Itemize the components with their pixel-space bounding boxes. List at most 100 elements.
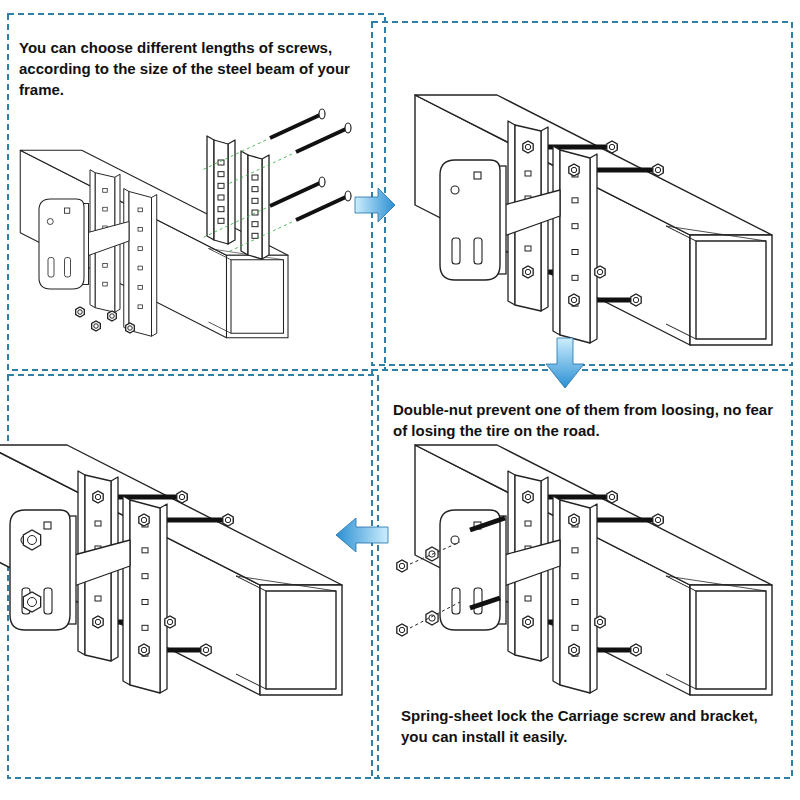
beam-inner-edge	[666, 226, 766, 241]
plate-hole	[572, 548, 578, 553]
flow-arrow	[355, 188, 395, 222]
beam-inner-edge	[666, 324, 696, 339]
plate-hole	[525, 596, 531, 601]
lock-nut	[631, 644, 641, 656]
lock-nut-hole	[571, 167, 576, 172]
mount-plate	[440, 160, 500, 280]
mount-hole	[451, 186, 459, 194]
lock-nut-hole	[525, 144, 530, 149]
lock-nut-hole	[609, 144, 614, 149]
screw-head	[319, 177, 325, 187]
loose-washer	[397, 624, 407, 636]
plate-hole	[572, 600, 578, 605]
lock-nut	[523, 266, 533, 278]
loose-nut	[92, 321, 101, 331]
plate-hole	[525, 521, 531, 526]
mount-square-hole	[44, 522, 51, 529]
lock-nut-hole	[167, 619, 172, 624]
loose-washer-hole	[399, 563, 404, 568]
channel-flange	[207, 136, 214, 240]
lock-nut-hole	[633, 647, 638, 652]
dashed-panel	[372, 370, 792, 778]
plate-hole	[95, 521, 101, 526]
lock-nut	[93, 491, 103, 503]
beam-inner-edge	[666, 674, 696, 689]
channel-plate	[130, 500, 160, 693]
beam-end	[227, 255, 289, 338]
plate-hole	[572, 275, 578, 280]
loose-nut	[426, 611, 438, 625]
mount-hole	[47, 219, 53, 225]
beam-opening	[231, 260, 284, 334]
channel-plate	[560, 150, 590, 343]
loose-screw	[296, 196, 348, 220]
plate-hole	[103, 282, 108, 286]
lock-nut	[523, 491, 533, 503]
channel-plate	[214, 140, 228, 244]
lock-nut-hole	[571, 647, 576, 652]
plate-hole	[142, 548, 148, 553]
lock-nut	[523, 141, 533, 153]
plate-hole	[142, 574, 148, 579]
lock-nut-hole	[633, 297, 638, 302]
loose-nut	[126, 323, 135, 333]
plate-hole	[218, 195, 224, 200]
plate-hole	[218, 218, 224, 223]
plate-hole	[95, 596, 101, 601]
channel-flange	[152, 195, 157, 337]
plate-hole	[103, 189, 108, 193]
plate-hole	[142, 600, 148, 605]
plate-hole	[218, 172, 224, 177]
channel-flange	[590, 504, 597, 693]
beam-opening	[696, 241, 766, 339]
flow-arrow	[336, 518, 388, 552]
plate-hole	[138, 266, 143, 270]
exploded-parts	[76, 109, 351, 333]
channel-flange	[123, 496, 130, 685]
lock-nut	[595, 616, 605, 628]
lock-nut-hole	[655, 167, 660, 172]
plate-hole	[138, 227, 143, 231]
plate-hole	[252, 198, 258, 203]
channel-plate	[248, 155, 262, 259]
plate-hole	[138, 286, 143, 290]
beam-inner-edge	[236, 674, 266, 689]
lock-nut	[201, 644, 211, 656]
plate-hole	[218, 183, 224, 188]
plate-hole	[218, 207, 224, 212]
lock-nut-hole	[95, 619, 100, 624]
mount-slot	[452, 238, 460, 264]
lock-nut	[139, 514, 149, 526]
plate-hole	[572, 198, 578, 203]
carriage-bolt	[470, 598, 500, 608]
loose-washer-hole	[399, 627, 404, 632]
mount-arm	[504, 190, 560, 236]
plate-hole	[138, 305, 143, 309]
dashed-panel	[372, 22, 792, 365]
lock-nut	[177, 491, 187, 503]
beam-inner-edge	[209, 322, 232, 333]
plate-hole	[138, 208, 143, 212]
lock-nut	[595, 266, 605, 278]
carriage-bolt	[470, 518, 505, 530]
channel-plate	[129, 192, 152, 337]
mount-arm	[74, 540, 130, 586]
plate-hole	[252, 233, 258, 238]
beam-inner-edge	[666, 576, 766, 591]
lock-nut	[607, 141, 617, 153]
lock-nut	[93, 616, 103, 628]
mount-hole	[451, 536, 459, 544]
mount-slot	[474, 238, 482, 264]
plate-hole	[525, 246, 531, 251]
loose-screw	[296, 128, 348, 152]
dashed-panel	[8, 14, 385, 370]
lock-nut-hole	[571, 517, 576, 522]
channel-flange	[553, 496, 560, 685]
assembly-step-3	[397, 445, 772, 695]
loose-screw	[270, 114, 322, 138]
lock-nut-hole	[141, 647, 146, 652]
channel-flange	[228, 140, 235, 244]
channel-flange	[160, 504, 167, 693]
double-nut	[23, 592, 40, 612]
